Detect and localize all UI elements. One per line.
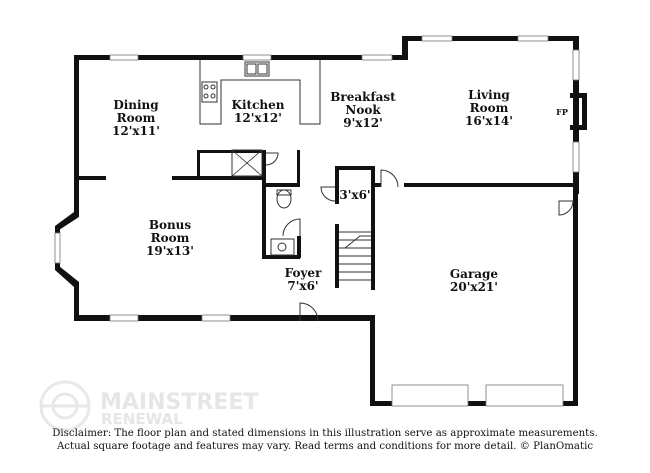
kitchen-counter [199,60,321,125]
breakfast-name-1: Breakfast [330,90,396,104]
watermark-logo: MAINSTREET RENEWAL [39,380,258,432]
windows [54,35,580,407]
breakfast-name-2: Nook [345,103,381,117]
room-kitchen: Kitchen 12'x12' [232,98,285,125]
bonus-name-2: Room [151,231,190,245]
watermark-line2: RENEWAL [101,410,183,428]
stairs [339,231,371,281]
room-garage: Garage 20'x21' [450,267,499,294]
breakfast-dim: 9'x12' [343,116,383,130]
half-bath-fixtures [270,189,295,256]
kitchen-name: Kitchen [232,98,285,112]
room-breakfast-nook: Breakfast Nook 9'x12' [330,90,396,130]
living-name-2: Room [470,101,509,115]
dining-name-2: Room [117,111,156,125]
room-dining: Dining Room 12'x11' [112,98,160,138]
foyer-dim: 7'x6' [287,279,318,293]
doors [265,152,574,322]
room-bonus: Bonus Room 19'x13' [146,218,194,258]
bonus-dim: 19'x13' [146,244,194,258]
fireplace-label: FP [556,107,568,117]
dining-name-1: Dining [113,98,159,112]
dining-dim: 12'x11' [112,124,160,138]
bonus-name-1: Bonus [149,218,192,232]
disclaimer: Disclaimer: The floor plan and stated di… [20,427,630,453]
foyer-name: Foyer [285,266,322,280]
watermark-line1: MAINSTREET [100,390,258,415]
living-dim: 16'x14' [465,114,513,128]
room-living: Living Room 16'x14' [465,88,513,128]
disclaimer-line-1: Disclaimer: The floor plan and stated di… [52,428,598,439]
living-name-1: Living [468,88,510,102]
garage-name: Garage [450,267,499,281]
disclaimer-line-2: Actual square footage and features may v… [56,441,594,452]
garage-dim: 20'x21' [450,280,498,294]
kitchen-dim: 12'x12' [234,111,282,125]
room-foyer: Foyer 7'x6' [285,266,322,293]
pantry-box [231,149,263,177]
closet-dim: 3'x6' [339,188,370,202]
interior-walls [79,150,574,290]
